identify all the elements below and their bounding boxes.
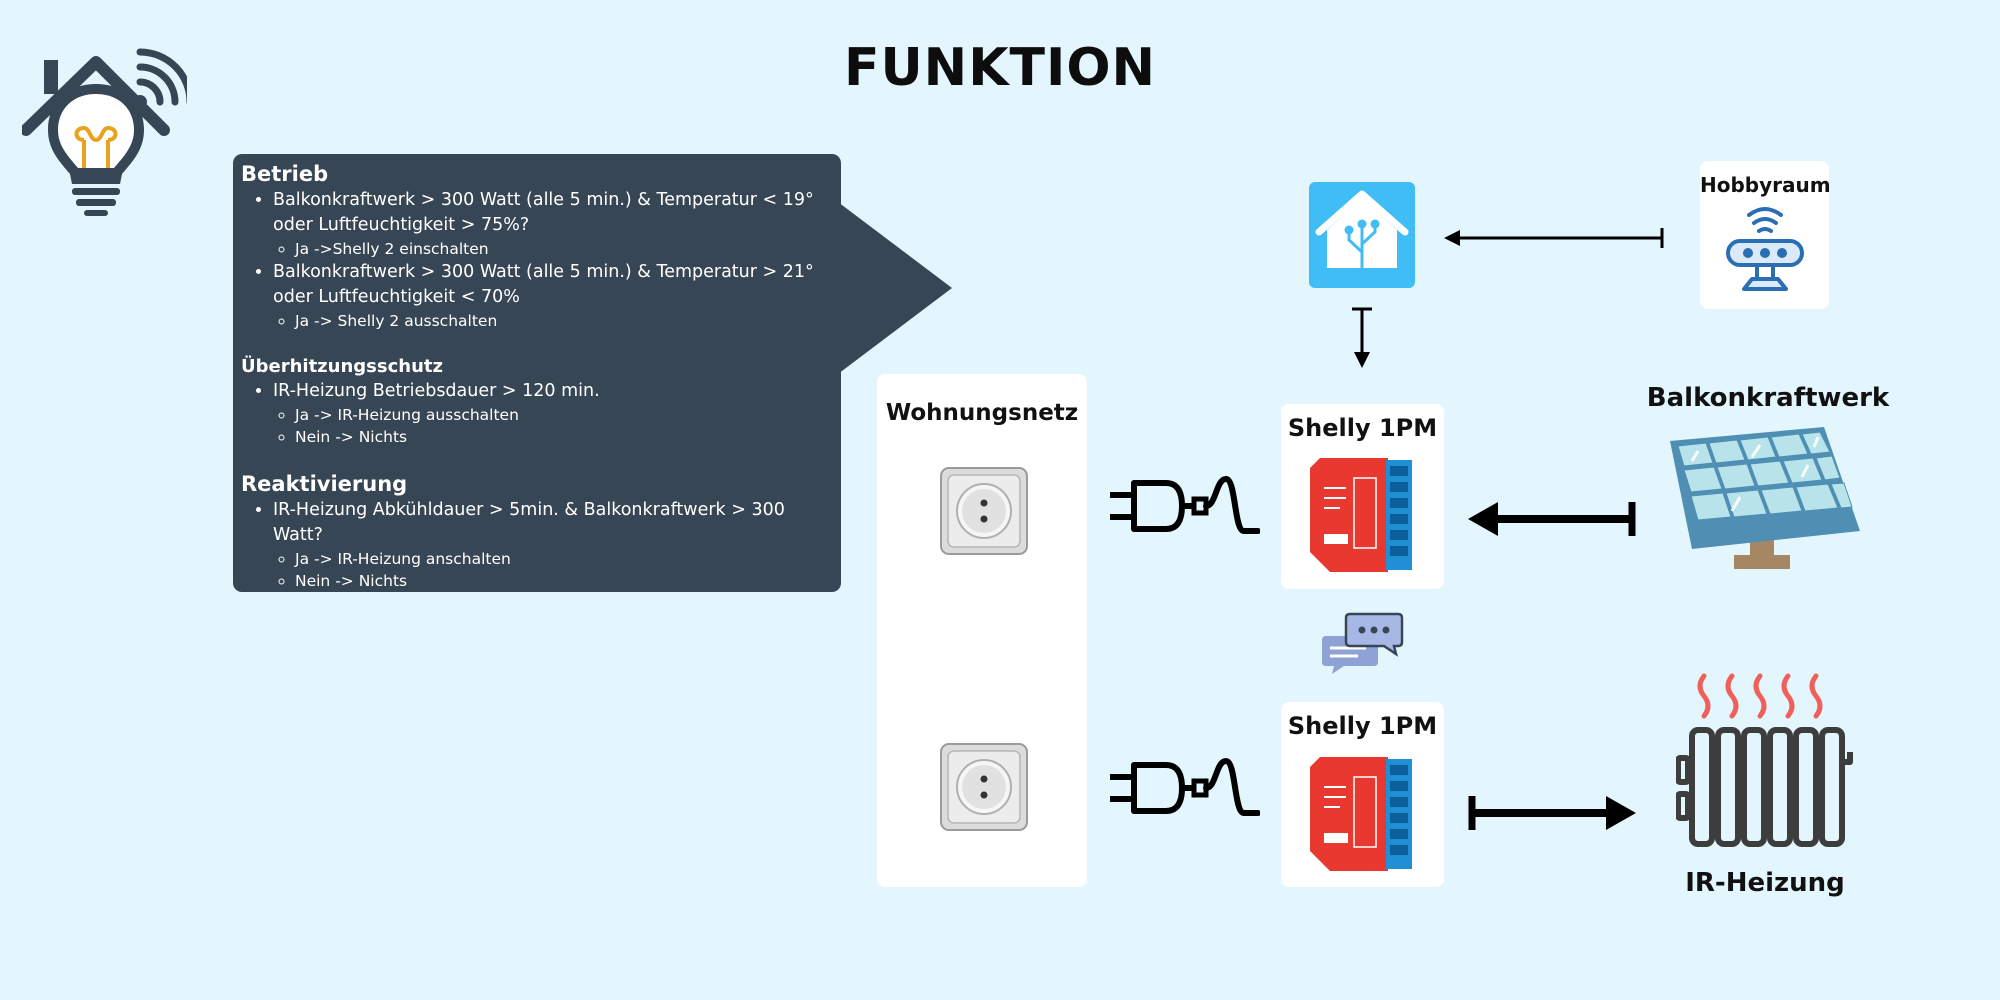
rule-subitem: Nein -> Nichts	[295, 570, 837, 592]
rule-subitem: Ja ->Shelly 2 einschalten	[295, 238, 837, 260]
wifi-sensor-icon	[1726, 207, 1804, 291]
home-assistant-icon	[1309, 182, 1415, 288]
rules-section-title: Reaktivierung	[241, 472, 408, 496]
arrow-home-assistant-to-shelly	[1352, 307, 1372, 368]
rule-subitem: Ja -> IR-Heizung anschalten	[295, 548, 837, 570]
plug-icon	[1110, 475, 1260, 534]
chat-bubbles-icon	[1322, 612, 1404, 674]
plug-icon	[1110, 757, 1260, 816]
rule-item: Balkonkraftwerk > 300 Watt (alle 5 min.)…	[273, 188, 837, 260]
rule-item: Balkonkraftwerk > 300 Watt (alle 5 min.)…	[273, 260, 837, 332]
panel-pointer	[838, 202, 952, 374]
rule-subitem: Nein -> Nichts	[295, 426, 837, 448]
shelly-relay-icon	[1310, 458, 1412, 572]
rule-subitem: Ja -> IR-Heizung ausschalten	[295, 404, 837, 426]
shelly-relay-icon	[1310, 757, 1412, 871]
power-socket-icon	[940, 467, 1028, 555]
solar-panel-icon	[1670, 427, 1860, 569]
arrow-solar-to-shelly	[1468, 502, 1636, 536]
power-socket-icon	[940, 743, 1028, 831]
rules-section-title: Überhitzungsschutz	[241, 356, 443, 377]
hobbyraum-label: Hobbyraum	[1700, 173, 1831, 197]
radiator-icon	[1676, 673, 1853, 847]
arrow-hobbyraum-to-home-assistant	[1444, 228, 1664, 248]
rule-item: IR-Heizung Betriebsdauer > 120 min. Ja -…	[273, 379, 837, 448]
shelly-bottom-label: Shelly 1PM	[1287, 712, 1438, 740]
page-title: FUNKTION	[843, 38, 1157, 98]
wohnungsnetz-label: Wohnungsnetz	[885, 400, 1079, 426]
rule-subitem: Ja -> Shelly 2 ausschalten	[295, 310, 837, 332]
rule-item: IR-Heizung Abkühldauer > 5min. & Balkonk…	[273, 498, 837, 592]
ir-heizung-label: IR-Heizung	[1685, 868, 1845, 898]
shelly-top-label: Shelly 1PM	[1287, 414, 1438, 442]
rules-section-title: Betrieb	[241, 162, 329, 186]
arrow-shelly-to-radiator	[1468, 796, 1636, 830]
rules-panel: Betrieb Balkonkraftwerk > 300 Watt (alle…	[233, 154, 841, 592]
smart-home-bulb-icon	[22, 48, 187, 216]
balkonkraftwerk-label: Balkonkraftwerk	[1646, 383, 1890, 413]
